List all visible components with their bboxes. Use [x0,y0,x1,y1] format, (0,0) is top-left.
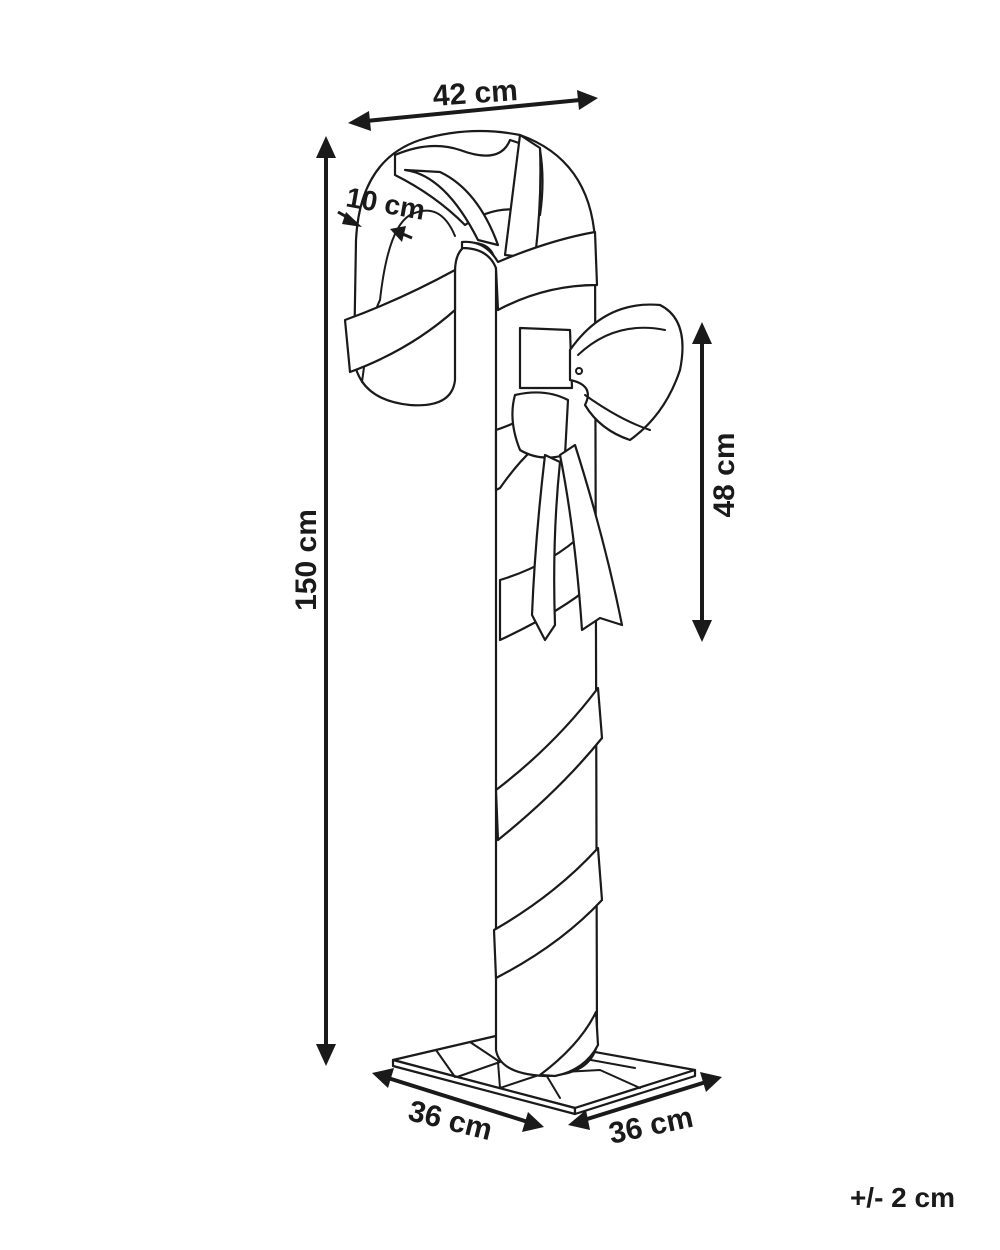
width-top-label: 42 cm [432,74,519,113]
tolerance-label: +/- 2 cm [850,1182,955,1213]
bow-height-dimension-arrow [692,322,712,642]
height-total-label: 150 cm [290,509,323,611]
base-depth-label: 36 cm [405,1094,496,1147]
candy-cane [343,129,604,1078]
height-dimension-arrow [316,136,336,1066]
base-width-dimension-arrow [568,1072,722,1130]
bow-height-label: 48 cm [708,432,741,517]
bow [511,303,684,642]
width-dimension-arrow [348,90,598,131]
base-depth-dimension-arrow [372,1068,544,1132]
thickness-dimension-arrows [337,210,413,242]
